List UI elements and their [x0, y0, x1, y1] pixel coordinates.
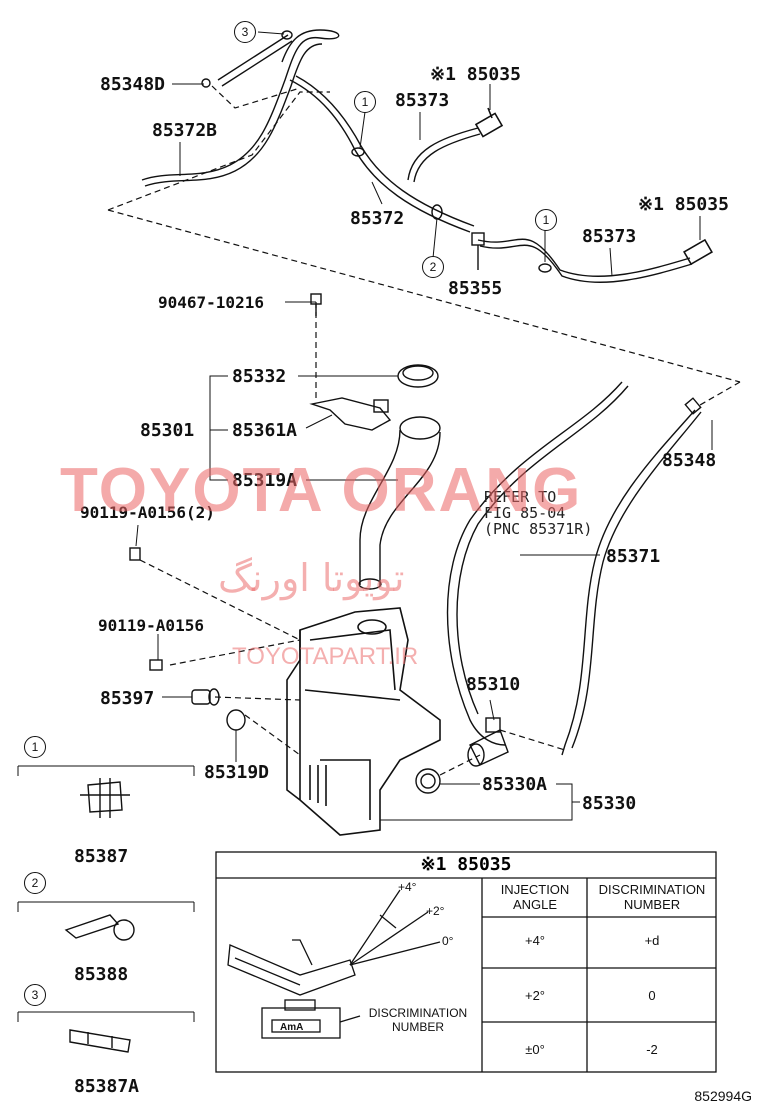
callout-1-top: 1: [354, 91, 376, 113]
bracket-85361A: [309, 397, 392, 431]
callout-2-detail: 2: [24, 872, 46, 894]
label-90467-10216[interactable]: 90467-10216: [158, 293, 264, 312]
chip-marking: AmA: [280, 1022, 304, 1033]
label-90119-A0156-2[interactable]: 90119-A0156(2): [80, 503, 215, 522]
label-85332[interactable]: 85332: [232, 366, 287, 387]
nozzle-angle-illustration: [227, 889, 441, 1039]
nozzle-85035-right: [683, 238, 713, 266]
hose-85372B: [141, 29, 340, 187]
callout-3-detail: 3: [24, 984, 46, 1006]
label-85330A[interactable]: 85330A: [482, 774, 548, 795]
nozzle-85035-upper: [474, 107, 504, 138]
clip-85387: [80, 778, 130, 818]
hose-85373-right: [477, 238, 693, 283]
detail-2-frame: [17, 901, 195, 912]
figure-id: 852994G: [694, 1088, 752, 1104]
callout-1-detail: 1: [24, 736, 46, 758]
detail-table-title: ※1 85035: [420, 854, 512, 875]
watermark-persian: تویوتا اورنگ: [218, 556, 405, 600]
assembly-dashed-lines: [107, 85, 741, 776]
detail-1-frame: [17, 765, 195, 776]
bolt-90119: [149, 659, 163, 671]
leaders-lower: [135, 420, 713, 821]
group-bracket-85301: [209, 375, 398, 481]
joint-85355: [471, 232, 485, 270]
row3-angle: ±0°: [525, 1042, 545, 1057]
discrimination-number-label: DISCRIMINATION NUMBER: [368, 1006, 468, 1034]
label-85387[interactable]: 85387: [74, 846, 129, 867]
row1-number: +d: [644, 933, 660, 948]
reservoir-tank-85310: [286, 607, 441, 836]
cap-85332: [397, 364, 439, 388]
label-85319D[interactable]: 85319D: [204, 762, 270, 783]
row2-number: 0: [648, 988, 656, 1003]
label-85355[interactable]: 85355: [448, 278, 503, 299]
label-85319A[interactable]: 85319A: [232, 470, 298, 491]
clip-85387A: [69, 1029, 131, 1053]
label-85373-right[interactable]: 85373: [582, 226, 637, 247]
bolt-90467: [310, 293, 322, 316]
label-85387A[interactable]: 85387A: [74, 1076, 140, 1097]
label-85348[interactable]: 85348: [662, 450, 717, 471]
hose-85371: [446, 381, 702, 756]
label-90119-A0156[interactable]: 90119-A0156: [98, 616, 204, 635]
angle-label-zero: 0°: [442, 934, 454, 948]
label-85361A[interactable]: 85361A: [232, 420, 298, 441]
label-85372[interactable]: 85372: [350, 208, 405, 229]
label-85035-right[interactable]: ※1 85035: [638, 194, 729, 215]
label-85372B[interactable]: 85372B: [152, 120, 218, 141]
grommet-85319D: [226, 709, 246, 731]
label-85371[interactable]: 85371: [606, 546, 661, 567]
header-discrimination-number: DISCRIMINATION NUMBER: [598, 882, 706, 912]
refer-note-line1: REFER TO: [484, 488, 557, 506]
refer-note-line3: (PNC 85371R): [484, 519, 593, 538]
callout-1-right: 1: [535, 209, 557, 231]
label-85035-upper[interactable]: ※1 85035: [430, 64, 521, 85]
detail-3-frame: [17, 1011, 195, 1022]
label-85310[interactable]: 85310: [466, 674, 521, 695]
hose-85373-upper: [407, 127, 481, 183]
clip-85388: [64, 914, 135, 941]
callout-3-top: 3: [234, 21, 256, 43]
row3-number: -2: [646, 1042, 658, 1057]
header-injection-angle: INJECTION ANGLE: [500, 882, 570, 912]
angle-label-plus4: +4°: [398, 880, 417, 894]
row1-angle: +4°: [524, 933, 546, 948]
angle-label-plus2: +2°: [426, 904, 445, 918]
row2-angle: +2°: [524, 988, 546, 1003]
sensor-85397: [191, 688, 220, 706]
bolt-90119-2: [129, 547, 141, 561]
pump-85310: [467, 717, 509, 767]
detail-table-frame: [215, 851, 717, 1073]
refer-note: REFER TO FIG 85-04 (PNC 85371R): [484, 488, 593, 538]
callout-2-top: 2: [422, 256, 444, 278]
label-85348D[interactable]: 85348D: [100, 74, 166, 95]
label-85301[interactable]: 85301: [140, 420, 195, 441]
refer-note-line2: FIG 85-04: [484, 503, 566, 522]
leaders-top: [172, 31, 701, 303]
label-85397[interactable]: 85397: [100, 688, 155, 709]
watermark-brand: TOYOTA ORANG: [60, 456, 583, 525]
watermark-site: TOYOTAPART.IR: [232, 643, 419, 670]
grommet-85330A: [415, 768, 441, 794]
filler-neck-85319A: [358, 416, 441, 590]
label-85388[interactable]: 85388: [74, 964, 129, 985]
label-85330[interactable]: 85330: [582, 793, 637, 814]
label-85373-upper[interactable]: 85373: [395, 90, 450, 111]
